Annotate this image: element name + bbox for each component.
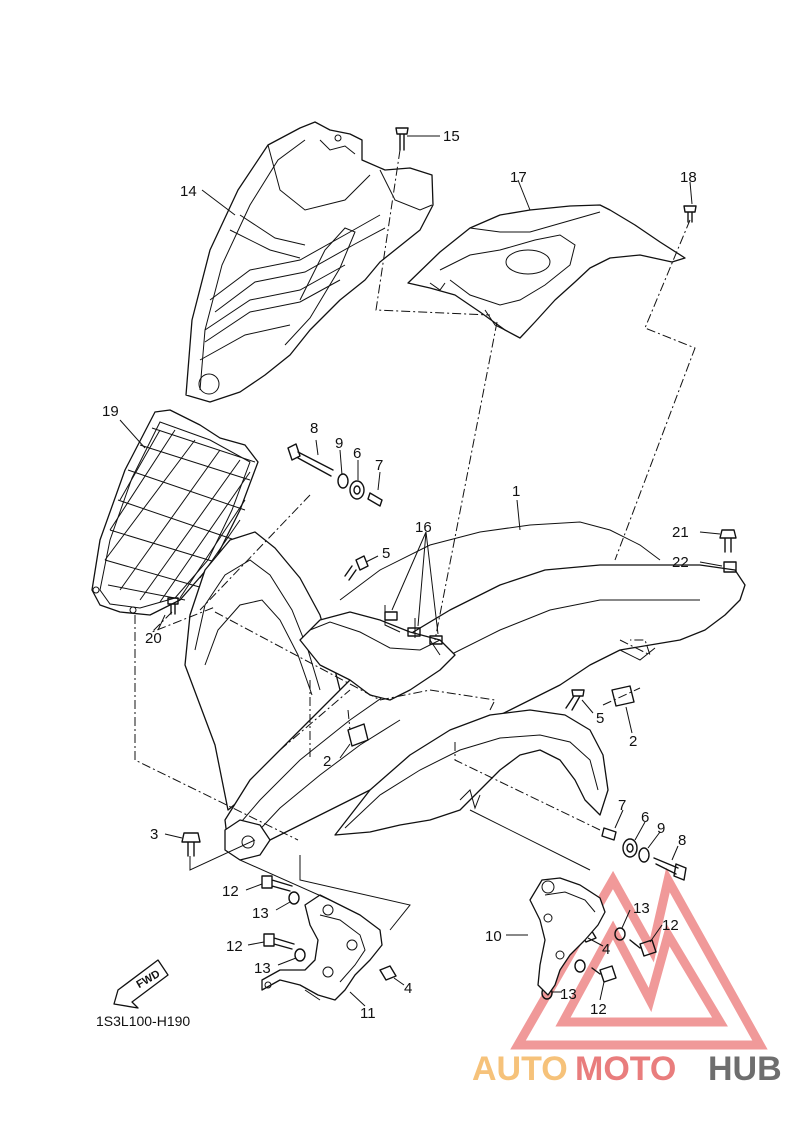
callout-16: 16 — [415, 519, 432, 536]
bracket-part-11 — [261, 894, 383, 1001]
callout-9-upper: 9 — [335, 435, 343, 452]
fastener-parts — [167, 127, 737, 1000]
callout-7-lower: 7 — [618, 797, 626, 814]
watermark-text: AUTO MOTO HUB — [472, 1050, 782, 1088]
bracket-part-10 — [529, 877, 606, 996]
callout-17: 17 — [510, 169, 527, 186]
callout-20: 20 — [145, 630, 162, 647]
callout-12-a: 12 — [222, 883, 239, 900]
callout-22: 22 — [672, 554, 689, 571]
callout-4-left: 4 — [404, 980, 412, 997]
callout-6-upper: 6 — [353, 445, 361, 462]
callout-13-a: 13 — [252, 905, 269, 922]
front-upper-cover-part-14 — [185, 121, 434, 403]
callout-7-upper: 7 — [375, 457, 383, 474]
callout-19: 19 — [102, 403, 119, 420]
callout-2-right: 2 — [629, 733, 637, 750]
inner-cover-part-17 — [407, 204, 686, 339]
callout-5-lower: 5 — [596, 710, 604, 727]
callout-numbers: 15 14 17 18 19 8 9 6 7 1 16 5 21 22 20 5… — [102, 128, 697, 1022]
watermark-auto: AUTO — [472, 1050, 568, 1088]
watermark-hub: HUB — [708, 1050, 782, 1088]
callout-8-lower: 8 — [678, 832, 686, 849]
callout-3: 3 — [150, 826, 158, 843]
callout-14: 14 — [180, 183, 197, 200]
callout-12-c: 12 — [662, 917, 679, 934]
callout-15: 15 — [443, 128, 460, 145]
callout-13-b: 13 — [254, 960, 271, 977]
grille-part-19 — [91, 409, 259, 616]
callout-4-right: 4 — [602, 941, 610, 958]
diagram-code: 1S3L100-H190 — [96, 1013, 190, 1029]
callout-leaders — [119, 135, 723, 1007]
callout-2-left: 2 — [323, 753, 331, 770]
front-fender-part-1 — [184, 521, 746, 861]
watermark-moto: MOTO — [575, 1050, 676, 1088]
callout-5-upper: 5 — [382, 545, 390, 562]
assembly-lines — [134, 149, 696, 1001]
callout-12-d: 12 — [590, 1001, 607, 1018]
callout-10: 10 — [485, 928, 502, 945]
callout-11: 11 — [360, 1005, 376, 1022]
callout-12-b: 12 — [226, 938, 243, 955]
forward-direction-arrow: FWD — [113, 959, 169, 1009]
callout-18: 18 — [680, 169, 697, 186]
callout-9-lower: 9 — [657, 820, 665, 837]
callout-21: 21 — [672, 524, 689, 541]
callout-13-c: 13 — [633, 900, 650, 917]
callout-1: 1 — [512, 483, 520, 500]
callout-6-lower: 6 — [641, 809, 649, 826]
callout-13-d: 13 — [560, 986, 577, 1003]
callout-8-upper: 8 — [310, 420, 318, 437]
